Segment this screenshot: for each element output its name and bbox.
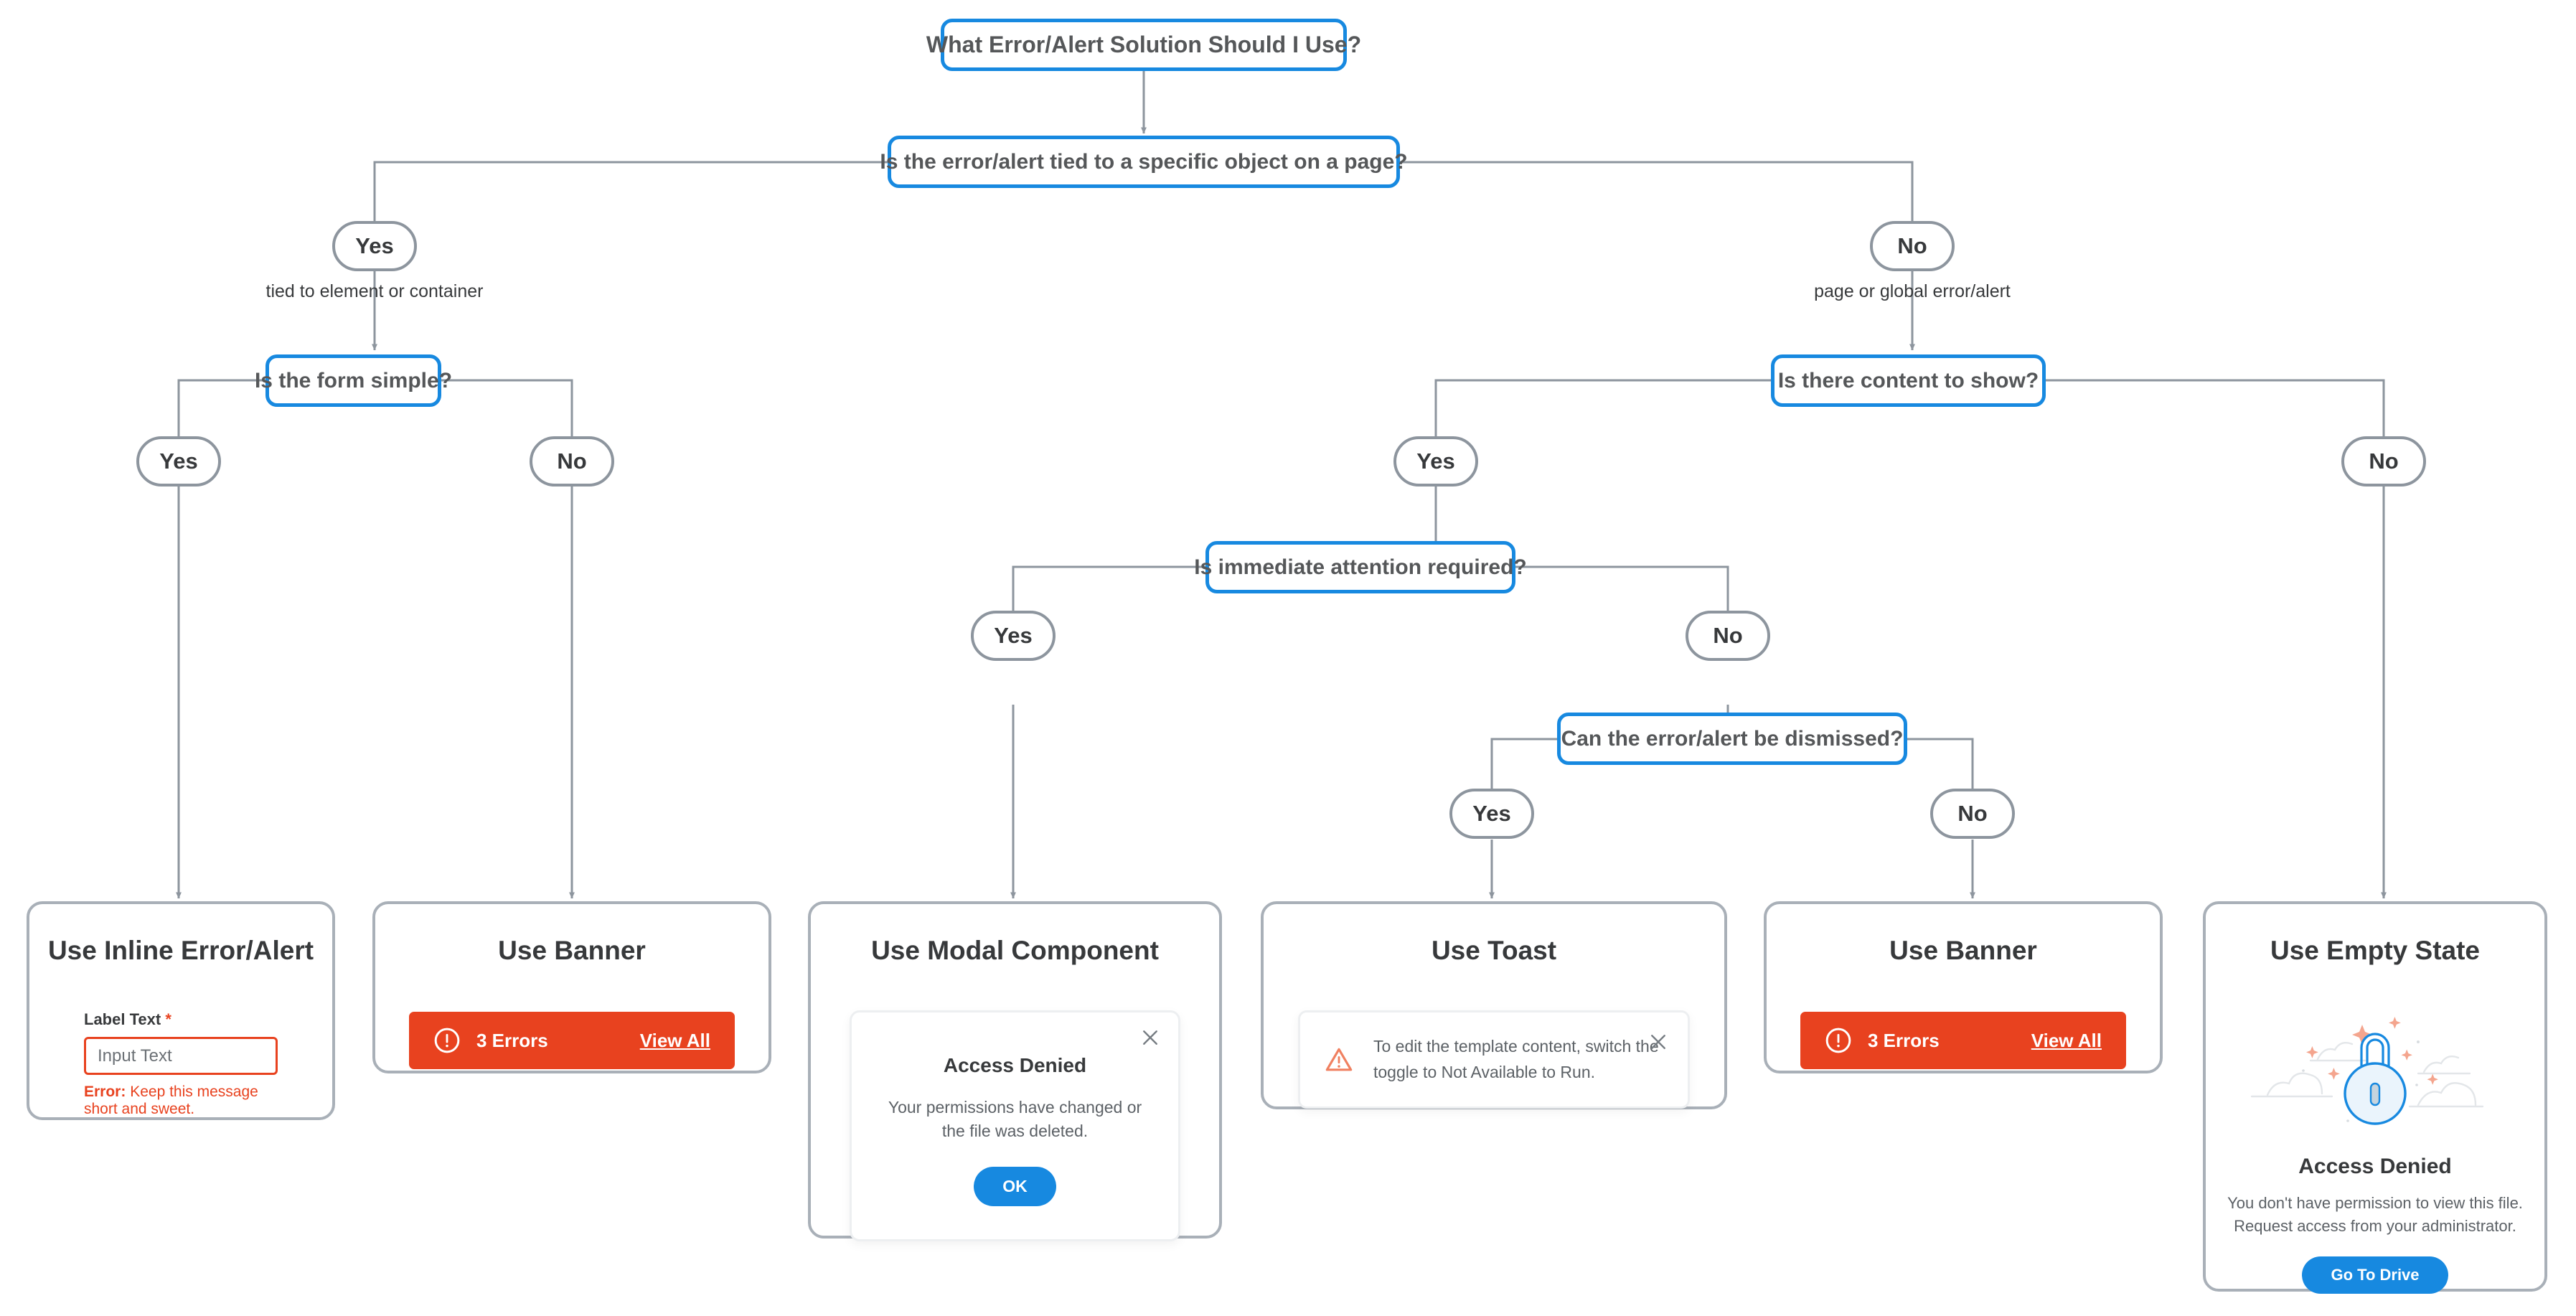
outcome-card-banner-right: Use Banner 3 Errors View All	[1764, 901, 2163, 1073]
branch-pill-no-tied-label: No	[1897, 233, 1927, 258]
banner-left-count: 3 Errors	[476, 1029, 548, 1051]
outcome-card-banner-left: Use Banner 3 Errors View All	[372, 901, 771, 1073]
card-title-empty: Use Empty State	[2270, 936, 2480, 965]
decision-root[interactable]: What Error/Alert Solution Should I Use?	[926, 19, 1361, 71]
branch-pill-no-attention[interactable]: No	[1686, 611, 1770, 661]
decision-immediate-attention-label: Is immediate attention required?	[1194, 555, 1527, 579]
branch-note-global: page or global error/alert	[1814, 281, 2011, 301]
go-to-drive-button[interactable]: Go To Drive	[2302, 1256, 2448, 1294]
branch-pill-yes-tied-label: Yes	[355, 233, 394, 258]
decision-immediate-attention[interactable]: Is immediate attention required?	[1194, 541, 1527, 593]
empty-state-title: Access Denied	[2298, 1155, 2452, 1178]
card-title-inline: Use Inline Error/Alert	[47, 936, 314, 965]
decision-tied-to-object[interactable]: Is the error/alert tied to a specific ob…	[880, 136, 1408, 188]
branch-pill-yes-attention[interactable]: Yes	[971, 611, 1056, 661]
decision-can-dismiss[interactable]: Can the error/alert be dismissed?	[1557, 713, 1907, 765]
required-asterisk-icon: *	[165, 1010, 171, 1028]
error-banner-left[interactable]: 3 Errors View All	[409, 1012, 735, 1069]
decision-content-to-show-label: Is there content to show?	[1777, 368, 2039, 393]
decision-tied-to-object-label: Is the error/alert tied to a specific ob…	[880, 149, 1408, 174]
warning-triangle-icon	[1325, 1048, 1353, 1071]
decision-form-simple[interactable]: Is the form simple?	[255, 354, 452, 407]
branch-pill-no-content[interactable]: No	[2341, 436, 2426, 487]
close-icon[interactable]	[1647, 1031, 1669, 1053]
card-title-banner-left: Use Banner	[498, 936, 646, 965]
branch-pill-no-tied[interactable]: No	[1870, 221, 1955, 271]
modal-title: Access Denied	[943, 1054, 1087, 1076]
inline-error-demo: Label Text * Input Text Error: Keep this…	[29, 1010, 332, 1118]
close-icon[interactable]	[1139, 1027, 1161, 1048]
inline-error-prefix: Error:	[84, 1084, 126, 1100]
branch-pill-yes-form[interactable]: Yes	[136, 436, 221, 487]
banner-right-view-all-link[interactable]: View All	[2031, 1029, 2102, 1051]
modal-ok-button[interactable]: OK	[974, 1166, 1056, 1206]
inline-error-message: Error: Keep this message short and sweet…	[84, 1084, 258, 1117]
decision-content-to-show[interactable]: Is there content to show?	[1771, 354, 2046, 407]
branch-pill-yes-dismiss[interactable]: Yes	[1449, 789, 1534, 839]
lock-illustration	[2250, 1017, 2484, 1125]
branch-note-tied: tied to element or container	[265, 281, 484, 301]
outcome-card-toast: Use Toast To edit the template content, …	[1261, 901, 1727, 1109]
branch-pill-yes-content[interactable]: Yes	[1393, 436, 1478, 487]
error-circle-icon	[1825, 1028, 1851, 1053]
banner-right-count: 3 Errors	[1868, 1029, 1940, 1051]
toast-message: To edit the template content, switch the…	[1373, 1037, 1659, 1081]
branch-pill-yes-tied[interactable]: Yes	[332, 221, 417, 271]
modal-dialog: Access Denied Your permissions have chan…	[850, 1010, 1180, 1241]
outcome-card-empty-state: Use Empty State	[2203, 901, 2547, 1294]
decision-form-simple-label: Is the form simple?	[254, 368, 453, 393]
inline-field-label: Label Text *	[84, 1010, 171, 1028]
branch-pill-no-dismiss[interactable]: No	[1930, 789, 2015, 839]
decision-root-label: What Error/Alert Solution Should I Use?	[926, 32, 1362, 57]
empty-state-body: You don't have permission to view this f…	[2227, 1194, 2523, 1235]
inline-text-input[interactable]: Input Text	[84, 1037, 278, 1075]
branch-pill-no-form[interactable]: No	[530, 436, 614, 487]
outcome-card-inline-error: Use Inline Error/Alert Label Text * Inpu…	[27, 901, 335, 1120]
decision-can-dismiss-label: Can the error/alert be dismissed?	[1561, 726, 1904, 751]
outcome-card-modal: Use Modal Component Access Denied Your p…	[808, 901, 1222, 1241]
error-banner-right[interactable]: 3 Errors View All	[1800, 1012, 2126, 1069]
empty-state-demo: Access Denied You don't have permission …	[2206, 987, 2544, 1294]
card-title-modal: Use Modal Component	[871, 936, 1159, 965]
modal-body-text: Your permissions have changed or the fil…	[888, 1098, 1142, 1141]
card-title-toast: Use Toast	[1431, 936, 1557, 965]
banner-left-view-all-link[interactable]: View All	[639, 1029, 710, 1051]
toast-notification: To edit the template content, switch the…	[1298, 1010, 1690, 1109]
card-title-banner-right: Use Banner	[1889, 936, 2037, 965]
error-circle-icon	[434, 1028, 460, 1053]
inline-input-placeholder: Input Text	[98, 1045, 172, 1066]
